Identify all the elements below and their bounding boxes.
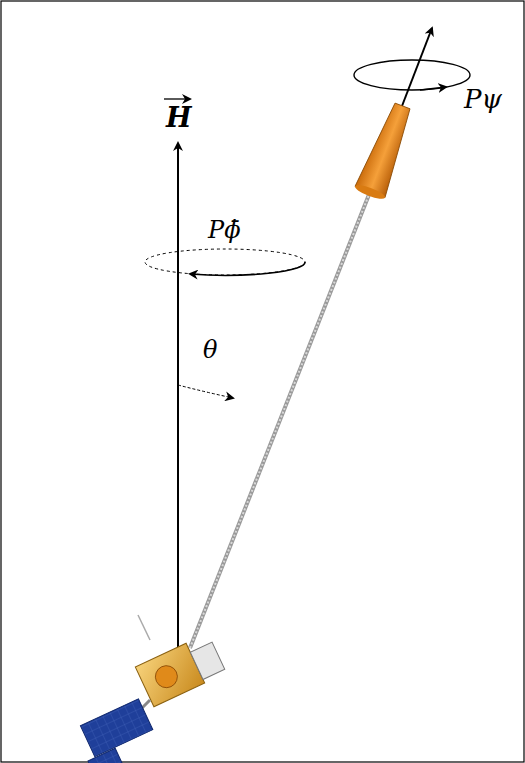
vector-accent (164, 98, 190, 99)
precession-arrow (190, 262, 305, 275)
precession-label: Pϕ̄ (208, 218, 241, 242)
spin-arrow (420, 87, 446, 90)
angle-label: θ (203, 338, 217, 362)
spin-orbit (354, 60, 470, 90)
angle-arc (178, 385, 233, 398)
satellite (73, 615, 226, 763)
precession-orbit (145, 249, 305, 275)
end-body-cone (354, 100, 418, 201)
tether (190, 192, 370, 648)
tether-texture (190, 192, 370, 648)
vector-label: H (166, 104, 192, 131)
momentum-vector (177, 143, 179, 650)
spin-axis (402, 28, 432, 106)
spin-label: Pψ (464, 86, 502, 112)
